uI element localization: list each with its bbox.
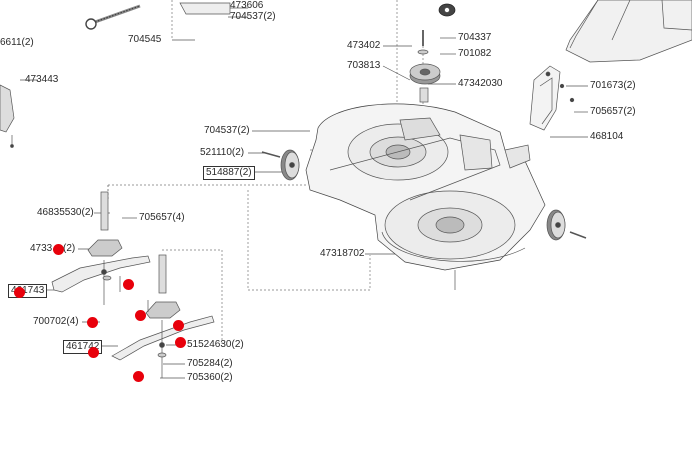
wheel-right (546, 209, 587, 241)
red-marker-dot (132, 370, 144, 382)
part-label-705657-right: 705657(2) (590, 106, 636, 117)
part-label-468104: 468104 (590, 131, 624, 142)
red-marker-dot (86, 316, 98, 328)
part-label-47342030: 47342030 (458, 78, 503, 89)
red-marker-dot (87, 346, 99, 358)
chute-part (438, 0, 692, 63)
part-label-701673: 701673(2) (590, 80, 636, 91)
part-label-6611: 6611(2) (0, 37, 34, 48)
part-label-705360: 705360(2) (187, 372, 233, 383)
red-marker-dot (13, 286, 25, 298)
part-label-705657-blade: 705657(4) (139, 212, 185, 223)
part-label-473402: 473402 (347, 40, 381, 51)
blade-assembly-lower (111, 254, 215, 378)
part-label-4733-qty: (2) (63, 243, 76, 254)
red-marker-dot (174, 336, 186, 348)
part-label-704545: 704545 (128, 34, 162, 45)
part-label-705284: 705284(2) (187, 358, 233, 369)
part-label-704337: 704337 (458, 32, 492, 43)
part-label-51524630: 51524630(2) (187, 339, 244, 350)
mower-deck (305, 103, 546, 290)
part-label-704537-mid: 704537(2) (204, 125, 250, 136)
red-marker-dot (122, 278, 134, 290)
left-partial-part (0, 84, 15, 148)
spring-part (85, 2, 231, 30)
part-label-701082: 701082 (458, 48, 492, 59)
part-label-46835530: 46835530(2) (37, 207, 94, 218)
part-label-473606: 473606 (230, 0, 264, 11)
part-label-4733: 4733 (30, 243, 53, 254)
red-marker-dot (172, 319, 184, 331)
part-label-703813: 703813 (347, 60, 381, 71)
blade-assembly-upper (51, 191, 151, 305)
part-label-521110: 521110(2) (200, 147, 245, 158)
leader-lines (20, 7, 588, 379)
pulley-assembly (409, 30, 441, 103)
red-marker-dot (134, 309, 146, 321)
part-label-47318702: 47318702 (320, 248, 365, 259)
side-guard (529, 65, 575, 131)
part-label-514887: 514887(2) (203, 166, 255, 180)
part-label-704537-top: 704537(2) (230, 11, 276, 22)
part-label-473443: 473443 (25, 74, 59, 85)
wheel-left (261, 149, 300, 181)
red-marker-dot (52, 243, 64, 255)
part-label-700702: 700702(4) (33, 316, 79, 327)
